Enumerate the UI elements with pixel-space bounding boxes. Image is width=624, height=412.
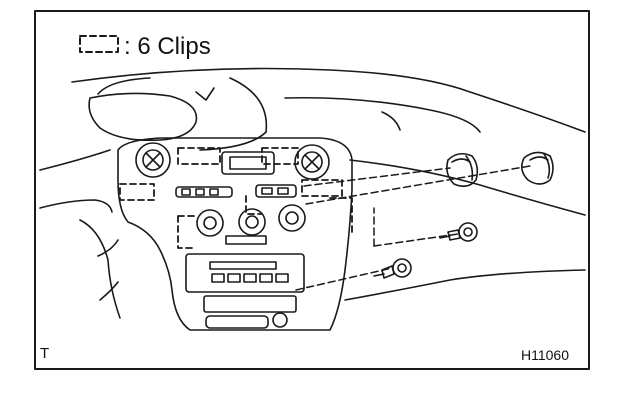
center-console [117, 137, 353, 331]
corner-mark-left: T [40, 345, 50, 362]
clip-marker [329, 197, 353, 237]
dashboard-left-side [39, 149, 121, 319]
clip-marker [119, 183, 155, 201]
clip-marker [261, 147, 299, 165]
figure-code: H11060 [521, 347, 570, 363]
screw-icon [439, 222, 478, 242]
dashboard-right-side [344, 159, 586, 301]
clip-marker [177, 215, 197, 249]
removal-direction-lines [295, 165, 531, 291]
clip-marker [177, 147, 221, 165]
clip-legend-label: : 6 Clips [124, 33, 211, 60]
figure-frame [34, 10, 590, 370]
clip-marker [301, 179, 343, 197]
clip-markers [119, 147, 353, 249]
clip-legend-icon [79, 35, 119, 53]
vent-cap-icon [446, 152, 479, 188]
dashboard-top-outline [71, 67, 586, 151]
vent-cap-icon [520, 151, 554, 185]
screw-icon [373, 258, 412, 279]
